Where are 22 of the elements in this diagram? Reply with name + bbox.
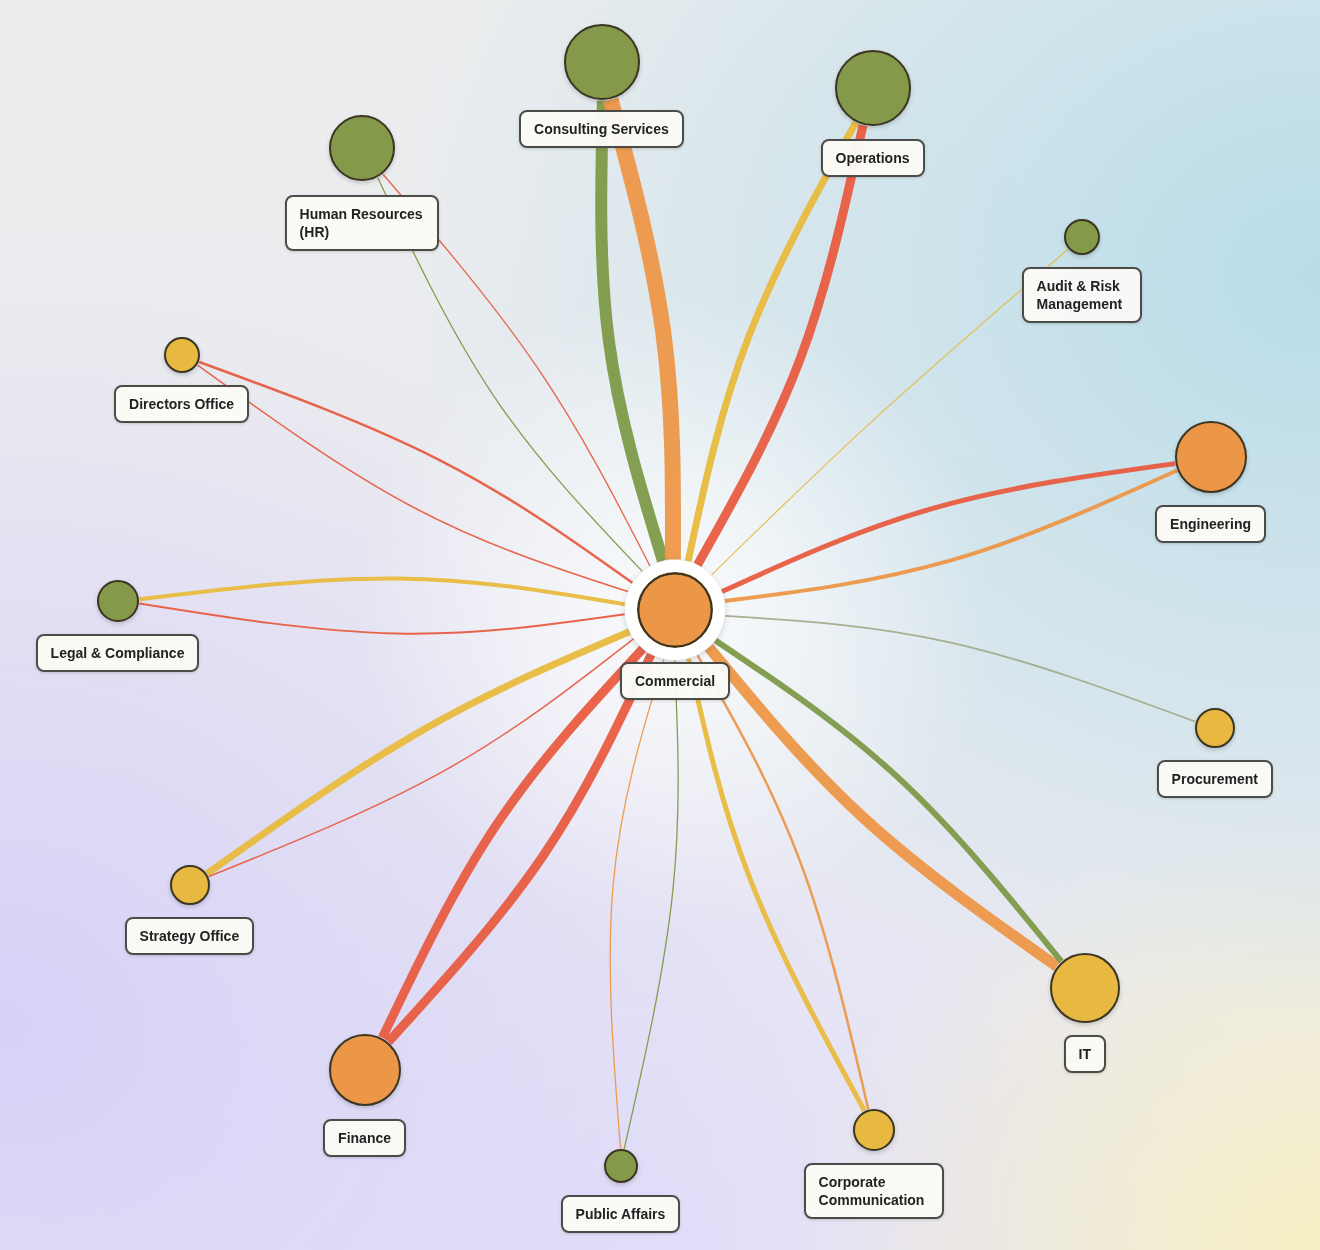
node-label: Engineering — [1155, 504, 1266, 543]
node-label: Directors Office — [114, 384, 250, 423]
connector-line — [623, 659, 679, 1150]
node-label: Audit & Risk Management — [1021, 266, 1142, 323]
node-label: Procurement — [1156, 759, 1273, 798]
connector-line — [609, 658, 665, 1150]
connector-line — [602, 97, 681, 560]
node-label: Operations — [820, 138, 925, 177]
node-label: Human Resources (HR) — [284, 194, 439, 251]
node-label: Commercial — [620, 662, 731, 700]
node-label: Public Affairs — [560, 1194, 681, 1233]
node-label: Finance — [323, 1118, 406, 1157]
node-label: Consulting Services — [519, 109, 684, 148]
node-label: Corporate Communication — [803, 1162, 944, 1219]
connector-line — [710, 248, 1069, 576]
node-label: Legal & Compliance — [35, 633, 200, 672]
node-label: Strategy Office — [124, 916, 255, 955]
node-label: IT — [1063, 1034, 1107, 1073]
connector-line — [139, 576, 626, 607]
connector-line — [724, 615, 1197, 723]
connector-line — [138, 602, 626, 635]
connector-line — [595, 100, 669, 563]
